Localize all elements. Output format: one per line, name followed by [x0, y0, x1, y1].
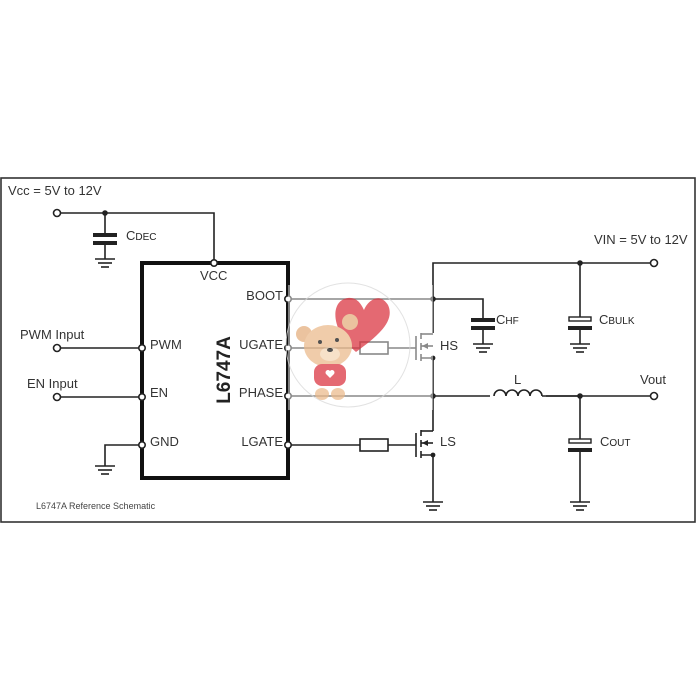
ls-label: LS: [440, 434, 456, 449]
vin-terminal: [649, 258, 659, 268]
vout-terminal: [649, 391, 659, 401]
pin-gnd: GND: [150, 434, 179, 449]
vin-label: VIN = 5V to 12V: [594, 232, 688, 247]
en-terminal: [52, 392, 62, 402]
vcc-wire: [61, 212, 215, 263]
cout-label: COUT: [600, 434, 631, 449]
ls-mosfet: [415, 430, 443, 511]
cdec-label: CDEC: [126, 228, 157, 243]
inductor-label: L: [514, 372, 521, 387]
chf-capacitor: [471, 318, 495, 353]
en-input-label: EN Input: [27, 376, 78, 391]
chip-name: L6747A: [214, 336, 235, 404]
en-pin-node: [138, 392, 147, 401]
cdec-capacitor: [93, 213, 117, 268]
pin-phase: PHASE: [239, 385, 283, 400]
pwm-pin-node: [138, 343, 147, 352]
cout-capacitor: [568, 438, 592, 511]
phase-pin-node: [283, 391, 292, 400]
ground-icon: [95, 258, 115, 268]
vout-label: Vout: [640, 372, 666, 387]
hs-mosfet: [415, 333, 436, 396]
watermark-overlay: [285, 282, 433, 410]
pin-lgate: LGATE: [241, 434, 283, 449]
boot-pin-node: [283, 294, 292, 303]
chf-wire: [433, 298, 484, 318]
ground-icon: [570, 501, 590, 511]
pin-pwm: PWM: [150, 337, 182, 352]
inductor: [493, 389, 543, 397]
vcc-terminal: [52, 208, 62, 218]
ground-icon: [95, 465, 115, 475]
ground-icon: [423, 501, 443, 511]
pin-ugate: UGATE: [239, 337, 283, 352]
cbulk-label: CBULK: [599, 312, 635, 327]
cbulk-capacitor: [568, 316, 592, 353]
vcc-label: Vcc = 5V to 12V: [8, 183, 102, 198]
vcc-pin: [210, 258, 219, 267]
gnd-pin-node: [138, 440, 147, 449]
pwm-input-label: PWM Input: [20, 327, 85, 342]
ground-icon: [570, 343, 590, 353]
pin-en: EN: [150, 385, 168, 400]
chip-body: [140, 261, 290, 480]
lgate-resistor: [359, 438, 389, 452]
pin-boot: BOOT: [246, 288, 283, 303]
teddy-bear-icon: [296, 314, 358, 400]
chf-label: CHF: [496, 312, 519, 327]
hs-label: HS: [440, 338, 458, 353]
pin-vcc: VCC: [200, 268, 227, 283]
lgate-pin-node: [283, 440, 292, 449]
gnd-wire: [104, 444, 142, 466]
pwm-terminal: [52, 343, 62, 353]
caption: L6747A Reference Schematic: [36, 501, 156, 511]
ground-icon: [473, 343, 493, 353]
